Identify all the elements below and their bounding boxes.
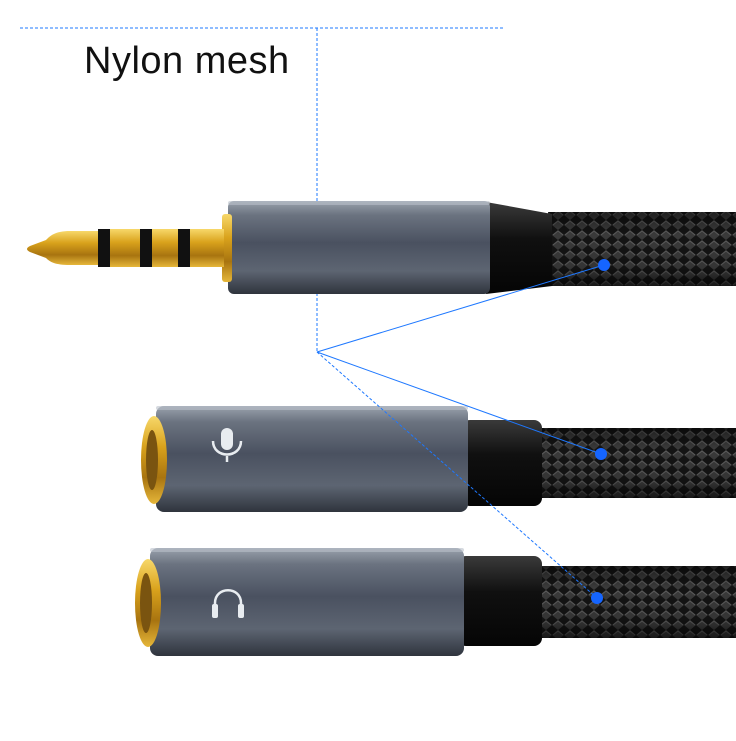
- headphones-icon: [212, 589, 244, 618]
- braided-cable-bottom: [538, 566, 736, 638]
- headphone-jack: [135, 548, 736, 656]
- microphone-icon: [211, 428, 243, 462]
- callout-lines: [316, 264, 605, 599]
- metal-shell-middle: [156, 406, 468, 512]
- braided-cable-middle: [538, 428, 736, 498]
- metal-shell-top: [228, 201, 490, 294]
- callout-dot-top: [598, 259, 610, 271]
- callout-dot-bottom: [591, 592, 603, 604]
- strain-relief-bottom: [458, 556, 542, 646]
- gold-pin: [27, 229, 224, 267]
- strain-relief-top: [486, 202, 552, 294]
- metal-shell-bottom: [150, 548, 464, 656]
- strain-relief-middle: [462, 420, 542, 506]
- braided-cable-top: [548, 212, 736, 286]
- callout-label: Nylon mesh: [84, 40, 290, 82]
- microphone-jack: [141, 406, 736, 512]
- callout-dot-middle: [595, 448, 607, 460]
- male-plug: [27, 201, 736, 294]
